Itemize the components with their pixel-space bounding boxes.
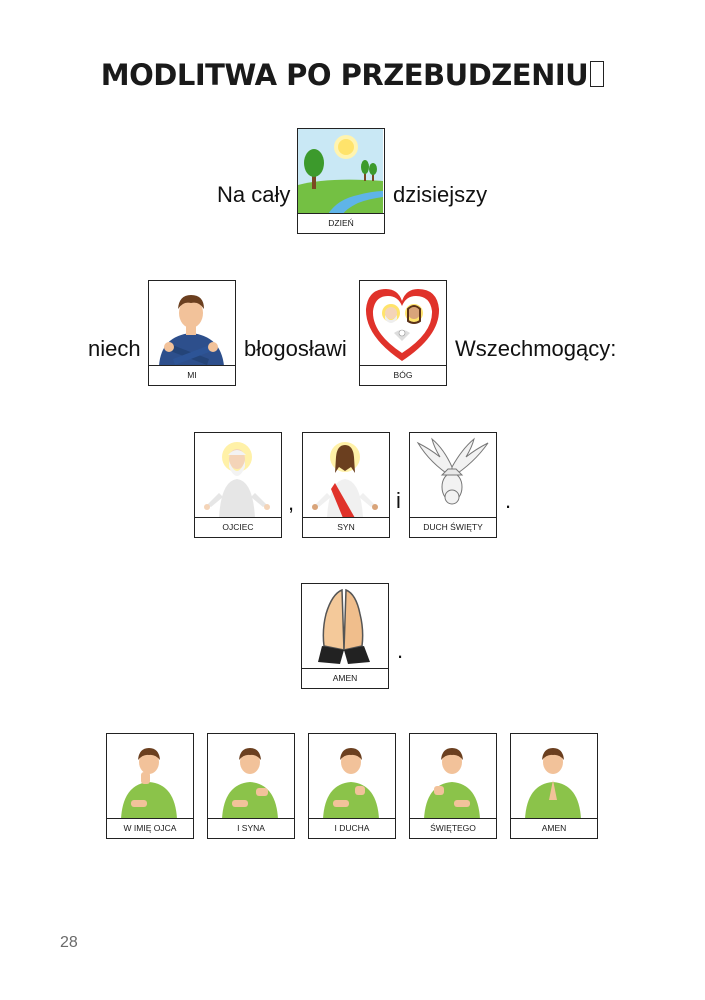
trinity-heart-icon [365,289,440,361]
word-wszechmogacy: Wszechmogący: [455,336,617,361]
sign-person-icon [323,748,379,819]
card-caption: W IMIĘ OJCA [107,818,193,838]
landscape-day-icon [298,129,383,214]
card-caption: DZIEŃ [298,213,384,233]
word-na-caly: Na cały [217,182,291,207]
jesus-icon [312,442,378,518]
sign-person-icon [424,748,480,819]
card-amen: AMEN [301,583,389,689]
card-caption: OJCIEC [195,517,281,537]
sign-card-amen: AMEN [510,733,598,839]
card-caption: AMEN [302,668,388,688]
card-caption: I DUCHA [309,818,395,838]
praying-hands-icon [318,588,370,664]
missing-glyph-box [590,61,605,87]
card-duch-swiety: DUCH ŚWIĘTY [409,432,497,538]
card-caption: BÓG [360,365,446,385]
sign-person-icon [222,748,278,819]
card-caption: MI [149,365,235,385]
sign-card-i-syna: I SYNA [207,733,295,839]
father-icon [204,442,270,518]
word-blogoslawi: błogosławi [244,336,347,361]
word-dzisiejszy: dzisiejszy [393,182,488,207]
card-mi: MI [148,280,236,386]
sign-card-w-imie-ojca: W IMIĘ OJCA [106,733,194,839]
sign-person-icon [121,748,177,819]
card-caption: DUCH ŚWIĘTY [410,517,496,537]
card-caption: AMEN [511,818,597,838]
card-ojciec: OJCIEC [194,432,282,538]
page-number: 28 [60,934,78,951]
page-title: MODLITWA PO PRZEBUDZENIU [0,58,705,92]
card-caption: ŚWIĘTEGO [410,818,496,838]
sign-card-i-ducha: I DUCHA [308,733,396,839]
card-bog: BÓG [359,280,447,386]
comma: , [288,490,295,515]
person-me-icon [159,295,224,366]
card-caption: SYN [303,517,389,537]
card-dzien: DZIEŃ [297,128,385,234]
dove-icon [416,437,489,505]
period: . [505,488,512,513]
conjunction-i: i [396,488,401,513]
period: . [397,638,404,663]
sign-card-swietego: ŚWIĘTEGO [409,733,497,839]
sign-person-icon [525,748,581,819]
card-syn: SYN [302,432,390,538]
word-niech: niech [88,336,141,361]
card-caption: I SYNA [208,818,294,838]
